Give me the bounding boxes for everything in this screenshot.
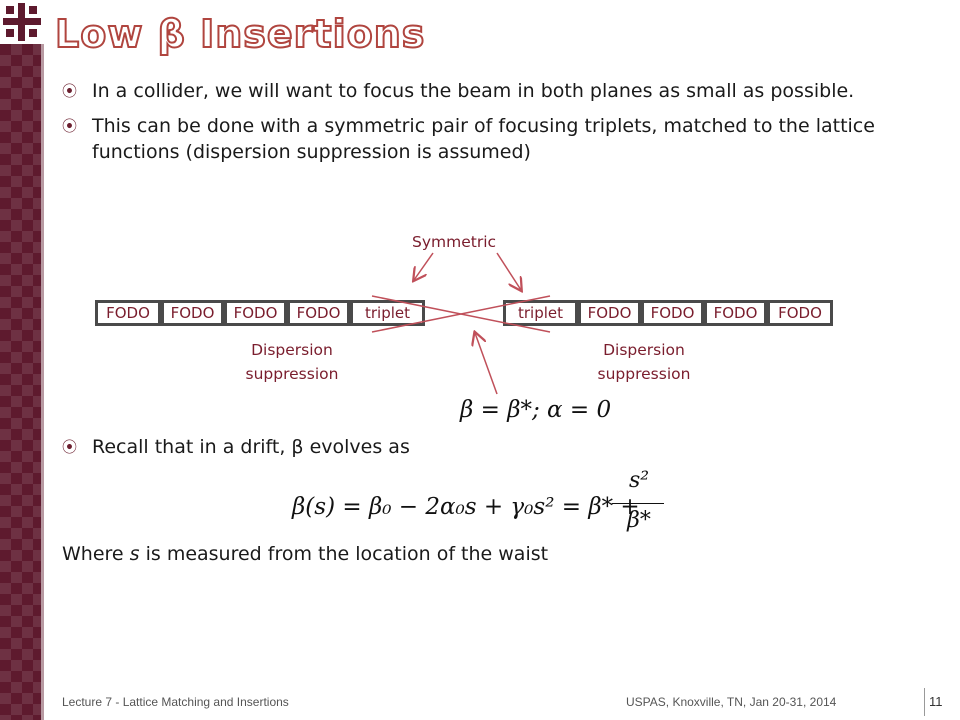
bullet-icon: ⦿ <box>62 82 78 100</box>
lattice-cell: FODO <box>767 300 833 326</box>
sidebar-pattern <box>0 0 41 720</box>
symmetric-arrow-left <box>414 252 434 280</box>
lattice-cell: FODO <box>161 300 224 326</box>
footer-right: USPAS, Knoxville, TN, Jan 20-31, 2014 <box>626 695 837 709</box>
sidebar-edge <box>41 0 44 720</box>
bullet-icon: ⦿ <box>62 438 78 456</box>
lattice-cell: FODO <box>95 300 161 326</box>
lattice-cell: FODO <box>224 300 287 326</box>
drift-equation-lhs: β(s) = β₀ − 2α₀s + γ₀s² = β* + <box>292 494 640 520</box>
lattice-cell: FODO <box>641 300 704 326</box>
bullet-icon: ⦿ <box>62 117 78 135</box>
bullet-item: ⦿ Recall that in a drift, β evolves as <box>62 434 410 460</box>
lattice-cell: FODO <box>287 300 350 326</box>
bullet-text: This can be done with a symmetric pair o… <box>92 115 875 163</box>
fraction-bar <box>612 503 664 504</box>
dispersion-label-line: suppression <box>597 365 691 383</box>
waist-equation: β = β*; α = 0 <box>460 397 612 423</box>
dispersion-label-line: Dispersion <box>603 341 685 359</box>
page-number: 11 <box>924 688 943 716</box>
bullet-item: ⦿ This can be done with a symmetric pair… <box>62 113 922 165</box>
bullet-text: In a collider, we will want to focus the… <box>92 80 855 102</box>
symmetric-arrow-right <box>496 252 521 290</box>
bullet-item: ⦿ In a collider, we will want to focus t… <box>62 78 922 104</box>
lattice-cell: FODO <box>578 300 641 326</box>
waist-arrow <box>475 333 498 395</box>
footer-left: Lecture 7 - Lattice Matching and Inserti… <box>62 695 289 709</box>
triplet-cell: triplet <box>350 300 425 326</box>
where-prefix: Where <box>62 543 130 565</box>
triplet-cell: triplet <box>503 300 578 326</box>
slide-title: Low β Insertions <box>54 11 426 57</box>
fermilab-logo <box>0 0 44 44</box>
where-text: Where s is measured from the location of… <box>62 543 548 565</box>
where-variable: s <box>129 543 140 565</box>
bullet-list: ⦿ In a collider, we will want to focus t… <box>62 78 922 174</box>
lattice-cell: FODO <box>704 300 767 326</box>
fraction-denominator: β* <box>627 508 651 533</box>
dispersion-label-line: suppression <box>245 365 339 383</box>
symmetric-label: Symmetric <box>412 233 497 251</box>
bullet-text: Recall that in a drift, β evolves as <box>92 436 410 458</box>
where-suffix: is measured from the location of the wai… <box>139 543 549 565</box>
fraction-numerator: s² <box>628 468 650 493</box>
dispersion-label-line: Dispersion <box>251 341 333 359</box>
dispersion-label-right: Dispersion suppression <box>588 338 700 386</box>
dispersion-label-left: Dispersion suppression <box>236 338 348 386</box>
fermilab-logo-icon <box>3 3 41 41</box>
